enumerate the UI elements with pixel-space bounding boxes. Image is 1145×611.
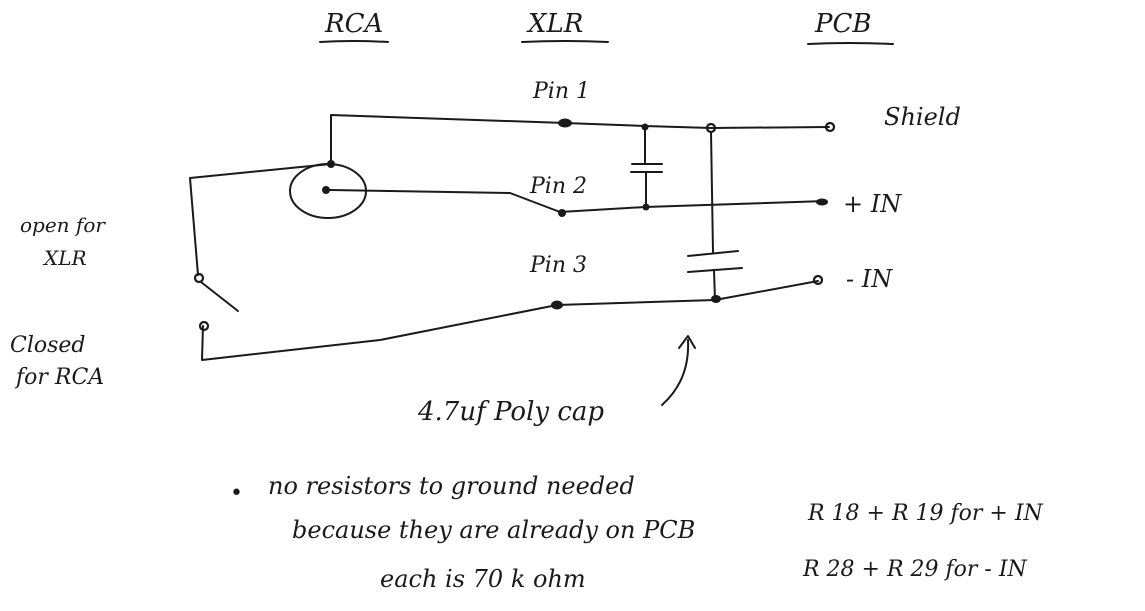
open-closed-switch	[193, 272, 239, 332]
header-xlr: XLR	[526, 9, 583, 39]
switch-closed-label-2: for RCA	[14, 365, 104, 390]
switch-top-contact	[193, 272, 205, 284]
capacitor-arrow	[661, 339, 690, 406]
header-rca: RCA	[324, 9, 383, 39]
header-pcb-underline	[807, 42, 894, 45]
note-resistors-plus: R 18 + R 19 for + IN	[807, 501, 1044, 526]
rca-center-pin	[322, 186, 330, 194]
minus-in-wire	[201, 280, 819, 361]
pin1-node	[558, 118, 572, 128]
header-pcb: PCB	[814, 9, 872, 39]
shield-terminal	[824, 121, 836, 133]
rca-jack	[289, 160, 367, 219]
poly-cap-lead-top	[710, 131, 714, 253]
note-resistors-minus: R 28 + R 29 for - IN	[802, 557, 1028, 582]
switch-open-label-1: open for	[20, 213, 106, 237]
pin2-node	[558, 209, 566, 217]
note-bullet: •	[230, 481, 243, 506]
minus-cap-node	[711, 295, 721, 303]
minus-in-label: - IN	[846, 265, 893, 293]
switch-closed-label-1: Closed	[10, 333, 86, 358]
small-capacitor	[630, 126, 663, 208]
minus-in-terminal	[812, 274, 824, 286]
plus-in-terminal	[816, 198, 828, 206]
capacitor-label: 4.7uf Poly cap	[417, 397, 604, 427]
switch-blade	[200, 281, 239, 312]
shield-wire	[330, 114, 830, 165]
poly-cap-plate-top	[687, 250, 739, 257]
pin3-node	[551, 300, 563, 310]
poly-capacitor	[687, 131, 743, 301]
note-line-2: because they are already on PCB	[292, 516, 695, 544]
poly-cap-lead-bottom	[713, 269, 716, 301]
header-xlr-underline	[521, 40, 609, 43]
shield-label: Shield	[884, 103, 961, 131]
column-headers: RCA XLR PCB	[319, 9, 894, 45]
capacitor-arrowhead	[678, 335, 696, 349]
pin3-label: Pin 3	[529, 253, 587, 278]
note-line-1: no resistors to ground needed	[268, 472, 635, 500]
note-line-3: each is 70 k ohm	[380, 565, 586, 593]
pin2-label: Pin 2	[529, 174, 587, 199]
switch-feed-wire	[189, 163, 332, 276]
notes: • no resistors to ground needed because …	[230, 472, 1044, 593]
switch-bottom-contact	[198, 320, 210, 332]
switch-open-label-2: XLR	[42, 246, 87, 270]
header-rca-underline	[319, 40, 389, 43]
pin1-label: Pin 1	[532, 79, 590, 104]
plus-in-label: + IN	[843, 190, 902, 218]
